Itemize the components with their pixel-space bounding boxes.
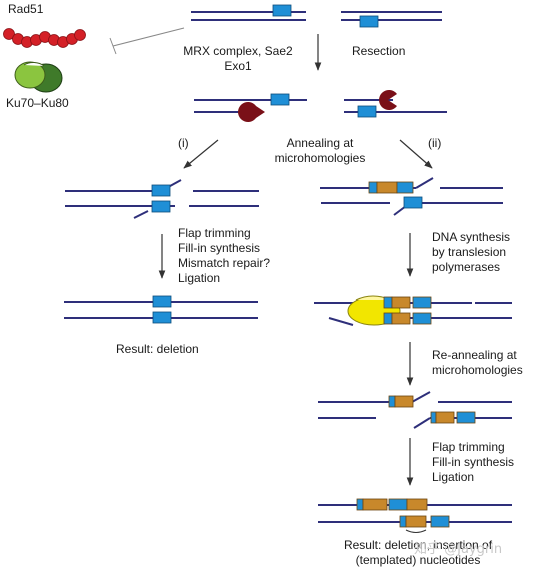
step-ligation-2: Ligation <box>432 470 475 484</box>
step-flap-trimming: Flap trimming <box>178 226 251 240</box>
microhomology-box <box>272 4 379 28</box>
label-left-steps: Flap trimming Fill-in synthesis Mismatch… <box>178 226 270 286</box>
label-reannealing-line2: microhomologies <box>432 363 523 377</box>
watermark: 知乎 @Jaygrin <box>414 542 503 557</box>
label-annealing-line2: microhomologies <box>274 151 366 165</box>
label-result-right: Result: deletion, insertion of (template… <box>318 538 518 568</box>
step-fill-in-2: Fill-in synthesis <box>432 455 515 469</box>
arrow-path-ii <box>399 139 433 169</box>
step-dna-synthesis: DNA synthesis <box>432 230 511 244</box>
microhomology-box <box>270 93 377 118</box>
ku70-ku80-heterodimer-icon <box>14 61 63 93</box>
dsb-ends-top <box>191 11 442 21</box>
step-fill-in: Fill-in synthesis <box>178 241 261 255</box>
arrow-path-i <box>183 139 219 169</box>
label-result-left: Result: deletion <box>116 342 199 356</box>
step-polymerases: polymerases <box>432 260 501 274</box>
step-ligation: Ligation <box>178 271 221 285</box>
microhomology-box <box>403 196 423 209</box>
label-rad51: Rad51 <box>8 2 44 16</box>
label-reannealing-line1: Re-annealing at <box>432 348 517 362</box>
microhomology-box <box>152 295 172 324</box>
templated-insert-box <box>388 395 476 424</box>
label-mrx: MRX complex, Sae2 Exo1 <box>176 44 300 74</box>
annealed-intermediate-left <box>65 179 259 219</box>
step-translesion: by translesion <box>432 245 507 259</box>
label-path-ii: (ii) <box>428 136 442 150</box>
insertion-bracket <box>405 529 427 533</box>
step-flap-trimming-2: Flap trimming <box>432 440 505 454</box>
label-path-i: (i) <box>178 136 189 150</box>
label-annealing: Annealing at microhomologies <box>262 136 378 166</box>
label-right-steps-1: DNA synthesis by translesion polymerases <box>432 230 510 275</box>
label-right-steps-2: Flap trimming Fill-in synthesis Ligation <box>432 440 514 485</box>
label-mrx-line1: MRX complex, Sae2 <box>183 44 293 58</box>
annealed-intermediate-right <box>320 177 503 216</box>
label-resection: Resection <box>352 44 406 58</box>
templated-insert-box <box>383 296 432 325</box>
step-mismatch-repair: Mismatch repair? <box>178 256 271 270</box>
templated-insert-box <box>356 498 450 528</box>
reannealed-intermediate <box>318 391 512 429</box>
label-result-right-line1: Result: deletion, insertion of <box>343 538 493 552</box>
label-result-right-line2: (templated) nucleotides <box>355 553 481 567</box>
inhibition-line <box>109 27 185 55</box>
mrx-nuclease-pacman-icon <box>238 90 397 123</box>
templated-insert-box <box>368 181 414 194</box>
label-exo1: Exo1 <box>224 59 252 73</box>
rad51-bead-chain-icon <box>3 28 86 48</box>
microhomology-box <box>151 184 171 213</box>
label-annealing-line1: Annealing at <box>286 136 354 150</box>
label-ku: Ku70–Ku80 <box>6 96 69 110</box>
label-reannealing: Re-annealing at microhomologies <box>432 348 523 378</box>
resected-ends <box>194 99 447 113</box>
